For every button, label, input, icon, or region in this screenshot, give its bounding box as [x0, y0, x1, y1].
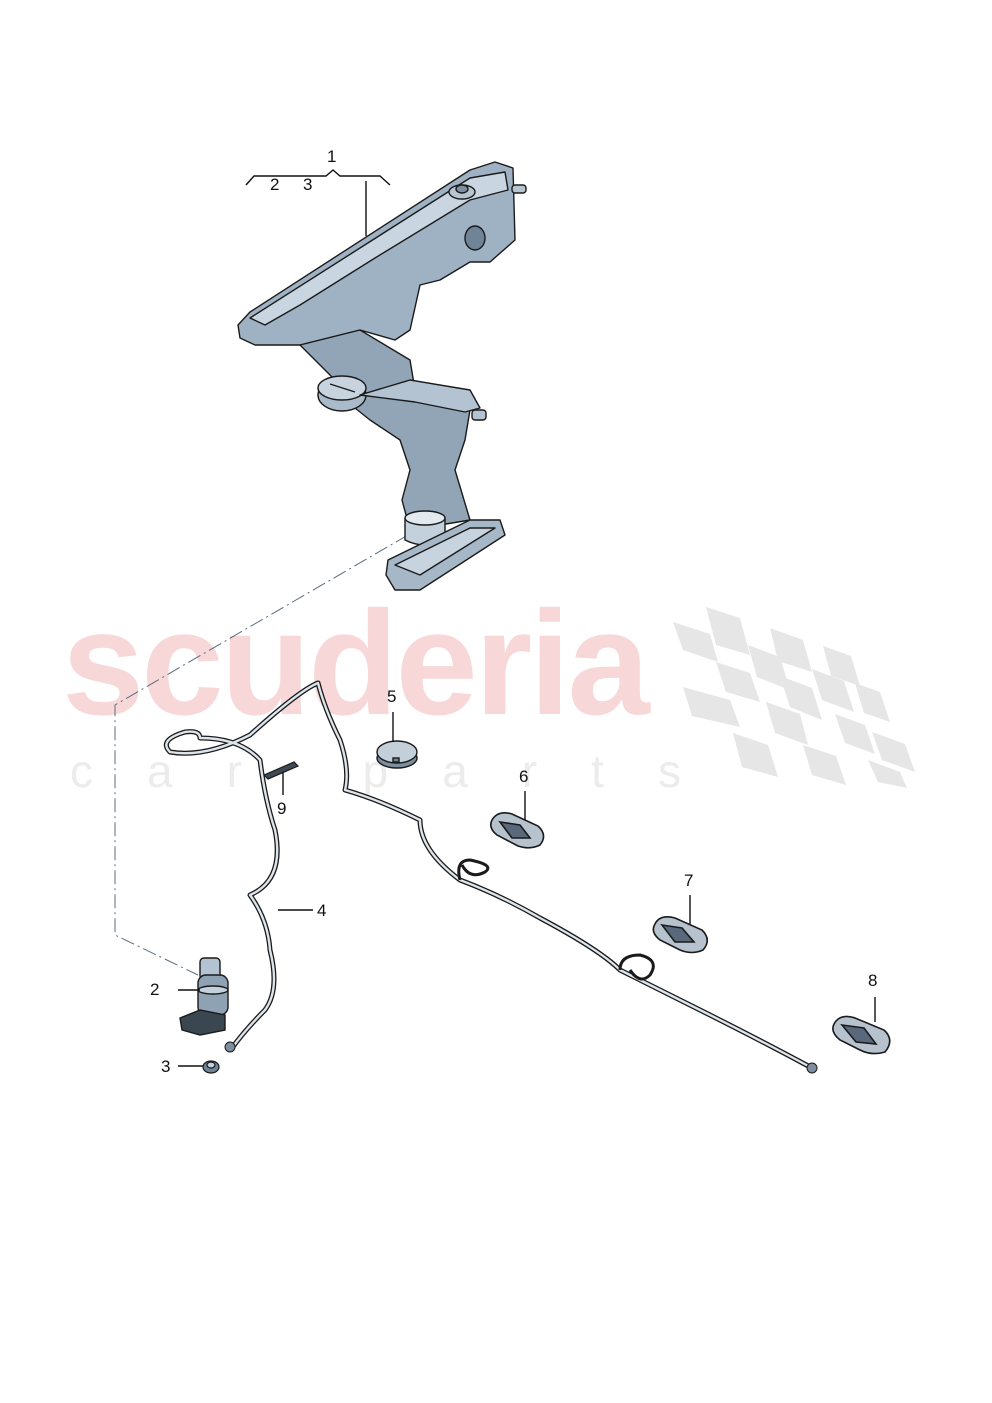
spray-jet-8 — [832, 1015, 891, 1055]
callout-2[interactable]: 2 — [150, 980, 160, 999]
group-bracket — [245, 169, 391, 236]
callout-leaders — [178, 712, 876, 1067]
watermark-tagline: car parts — [70, 745, 735, 797]
callout-1-sub-3[interactable]: 3 — [303, 175, 313, 194]
callout-5[interactable]: 5 — [387, 687, 397, 706]
spray-jet-6 — [490, 812, 545, 849]
clip — [262, 761, 300, 780]
washer-reservoir — [237, 161, 527, 591]
callout-1-sub-2[interactable]: 2 — [270, 175, 280, 194]
callout-1[interactable]: 1 — [327, 147, 337, 166]
watermark-brand: scuderia — [62, 581, 650, 746]
checkered-flag-watermark — [673, 607, 915, 788]
callout-6[interactable]: 6 — [519, 767, 529, 786]
assembly-leader-line — [114, 534, 409, 976]
spray-jet-7 — [652, 916, 709, 954]
callout-3[interactable]: 3 — [161, 1057, 171, 1076]
callout-9[interactable]: 9 — [277, 799, 287, 818]
callout-8[interactable]: 8 — [868, 971, 878, 990]
grommet — [202, 1060, 220, 1074]
washer-pump — [179, 957, 229, 1036]
washer-hose-inner — [165, 681, 814, 1070]
cap — [376, 740, 418, 769]
callout-4[interactable]: 4 — [317, 901, 327, 920]
callout-7[interactable]: 7 — [684, 871, 694, 890]
